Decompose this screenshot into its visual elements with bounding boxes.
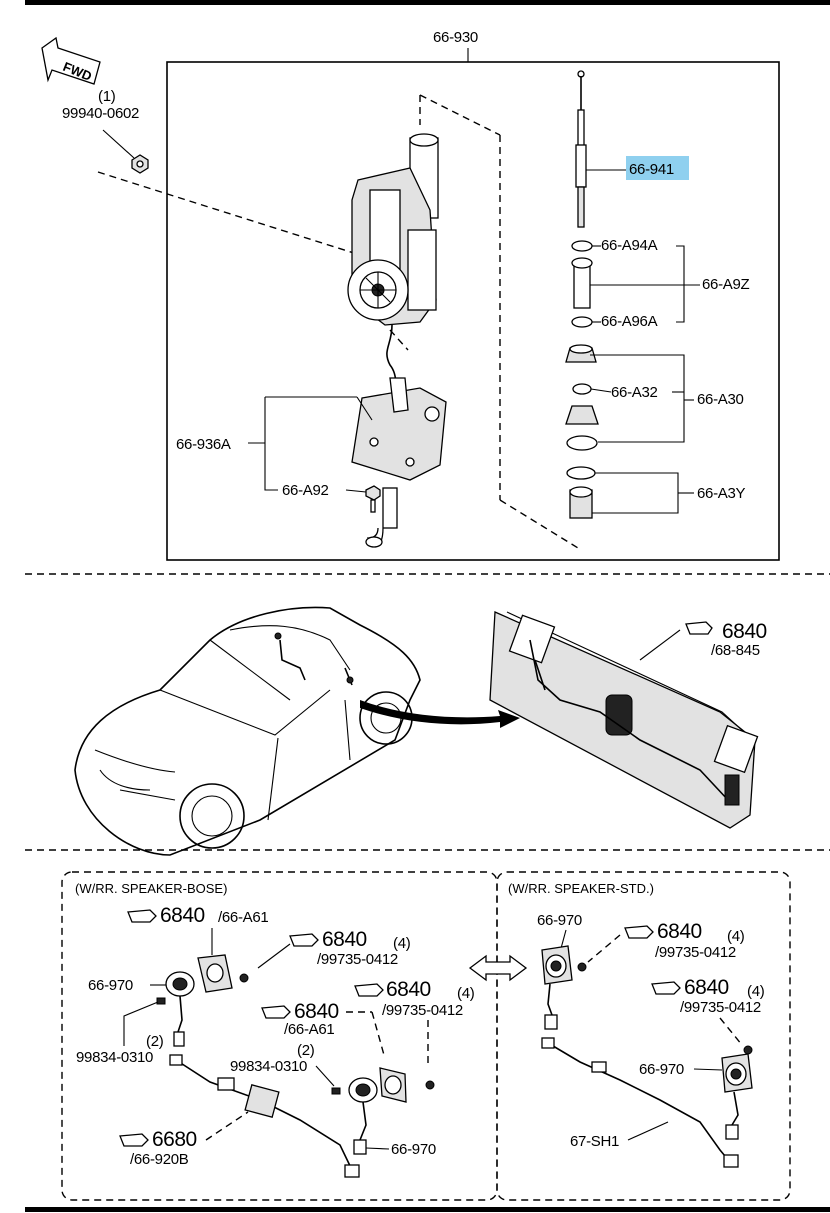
bose-ref2-sub: /99735-0412	[317, 951, 398, 968]
washer-bottom[interactable]	[571, 316, 593, 328]
grommet-ring[interactable]	[566, 435, 598, 451]
bose-screw2-part: 99834-0310	[230, 1058, 307, 1075]
bose-small-screw-1[interactable]	[156, 997, 166, 1005]
std-screw-2[interactable]	[743, 1045, 753, 1055]
std-ref2-sub: /99735-0412	[680, 999, 761, 1016]
std-ref1-qty: (4)	[727, 928, 745, 945]
top-border	[25, 0, 830, 5]
std-screw-1[interactable]	[577, 962, 587, 972]
zoom-arrow	[360, 700, 520, 728]
bose-ref3-num[interactable]: 6840	[386, 978, 431, 1001]
alternate-arrow-icon	[468, 954, 528, 982]
nut-qty: (1)	[98, 88, 116, 105]
grommet-inner[interactable]	[572, 383, 592, 395]
std-speaker-1[interactable]	[541, 945, 573, 1030]
bose-screw1-part: 99834-0310	[76, 1049, 153, 1066]
bracket-label: 66-936A	[176, 436, 231, 453]
bose-speaker-2[interactable]	[348, 1077, 378, 1155]
antenna-rod[interactable]	[575, 70, 587, 228]
bose-speaker-cover-2[interactable]	[379, 1067, 407, 1103]
bushing[interactable]	[571, 257, 593, 309]
bose-ref5-num[interactable]: 6680	[152, 1128, 197, 1151]
bose-small-screw-2[interactable]	[331, 1087, 341, 1095]
drain-hose[interactable]	[365, 487, 398, 548]
grommet-cap[interactable]	[565, 344, 597, 363]
cap-ring[interactable]	[566, 466, 596, 480]
bolt-label: 66-A92	[282, 482, 329, 499]
bolt-icon[interactable]	[365, 485, 381, 513]
bose-speaker-1[interactable]	[165, 971, 195, 1047]
std-harness[interactable]	[541, 1037, 739, 1168]
washer-top-label: 66-A94A	[601, 237, 658, 254]
std-ref2-qty: (4)	[747, 983, 765, 1000]
bose-ref1-num[interactable]: 6840	[160, 904, 205, 927]
antenna-motor-unit[interactable]	[347, 133, 439, 326]
bose-ref4-sub: /66-A61	[284, 1021, 334, 1038]
cap-group-label: 66-A3Y	[697, 485, 746, 502]
bose-title: (W/RR. SPEAKER-BOSE)	[75, 881, 227, 896]
assembly-label: 66-930	[433, 29, 478, 46]
bottom-border	[25, 1207, 830, 1212]
rear-panel[interactable]	[489, 611, 759, 829]
std-speaker2-label: 66-970	[639, 1061, 684, 1078]
std-ref1-sub: /99735-0412	[655, 944, 736, 961]
std-title: (W/RR. SPEAKER-STD.)	[508, 881, 654, 896]
washer-bottom-label: 66-A96A	[601, 313, 658, 330]
ref-hand-icon	[685, 621, 713, 635]
std-harness-label: 67-SH1	[570, 1133, 619, 1150]
bose-screw1-qty: (2)	[146, 1033, 164, 1050]
bose-screw2-qty: (2)	[297, 1042, 315, 1059]
washer-top[interactable]	[571, 240, 593, 252]
bose-frame	[61, 871, 498, 1201]
bose-ref5-sub: /66-920B	[130, 1151, 189, 1168]
std-ref2-num[interactable]: 6840	[684, 976, 729, 999]
bushing-group-label: 66-A9Z	[702, 276, 750, 293]
grommet-group-label: 66-A30	[697, 391, 744, 408]
antenna-assembly-frame	[166, 61, 780, 561]
bose-screw-1[interactable]	[239, 973, 249, 983]
std-speaker1-label: 66-970	[537, 912, 582, 929]
std-ref1-num[interactable]: 6840	[657, 920, 702, 943]
bose-speaker1-label: 66-970	[88, 977, 133, 994]
bose-ref2-qty: (4)	[393, 935, 411, 952]
antenna-bracket[interactable]	[351, 377, 447, 481]
std-speaker-2[interactable]	[721, 1053, 753, 1140]
bose-ref2-num[interactable]: 6840	[322, 928, 367, 951]
bose-ref3-sub: /99735-0412	[382, 1002, 463, 1019]
car-illustration	[74, 606, 421, 856]
bose-ref4-num[interactable]: 6840	[294, 1000, 339, 1023]
grommet-seat[interactable]	[565, 405, 599, 425]
bose-screw-2[interactable]	[425, 1080, 435, 1090]
bose-ref1-sub: /66-A61	[218, 909, 268, 926]
grommet-inner-label: 66-A32	[611, 384, 658, 401]
nut-icon[interactable]	[131, 154, 149, 174]
fwd-arrow-icon: FWD	[41, 36, 101, 85]
bose-speaker2-label: 66-970	[391, 1141, 436, 1158]
nut-part-label: 99940-0602	[62, 105, 139, 122]
bose-harness[interactable]	[169, 1054, 360, 1178]
bose-ref3-qty: (4)	[457, 985, 475, 1002]
rod-label: 66-941	[629, 161, 674, 178]
cap[interactable]	[569, 486, 593, 519]
bose-speaker-cover-1[interactable]	[197, 954, 233, 993]
rod-label-highlight	[626, 156, 689, 180]
mid-ref-num[interactable]: 6840	[722, 620, 767, 643]
mid-ref-sub: /68-845	[711, 642, 760, 659]
std-frame	[496, 871, 791, 1201]
